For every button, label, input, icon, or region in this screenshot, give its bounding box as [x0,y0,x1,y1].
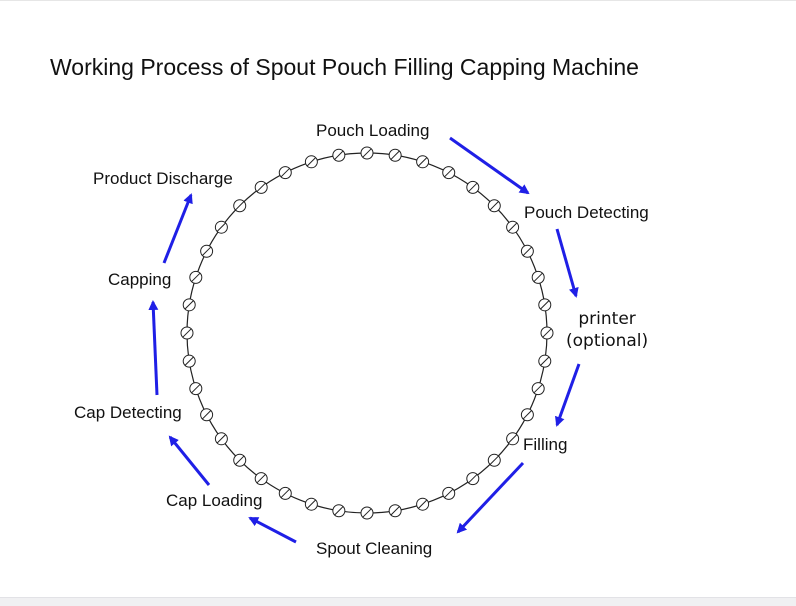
station-capping: Capping [108,270,172,289]
pocket-slash [280,168,290,178]
station-filling: Filling [523,435,568,454]
station-spout-cleaning: Spout Cleaning [316,539,433,558]
pocket-slash [508,434,518,444]
pocket-slash [390,506,400,516]
pocket-slash [191,272,201,282]
flow-arrows [148,136,581,544]
arrow-capping-to-discharge [162,193,193,264]
pocket-slash [235,201,245,211]
pocket-slash [418,157,428,167]
pocket-slash [533,272,543,282]
station-product-discharge: Product Discharge [93,169,233,188]
pocket-slash [533,384,543,394]
station-cap-loading: Cap Loading [166,491,263,510]
pocket-slash [184,356,194,366]
station-cap-detecting: Cap Detecting [74,403,182,422]
pocket-slash [202,410,212,420]
arrow-cap-loading-to-cap-detecting [168,435,211,486]
pocket-slash [256,474,266,484]
arrow-pouch-loading-to-detecting [449,136,530,195]
printer-label: printer [578,309,636,329]
pocket-slash [256,182,266,192]
pocket-slash [184,300,194,310]
pocket-slash [306,499,316,509]
pocket-slash [280,488,290,498]
pocket-slash [468,182,478,192]
pocket-slash [182,328,192,338]
pocket-slash [444,168,454,178]
pocket-slash [489,201,499,211]
arrow-spout-cleaning-to-cap-loading [248,516,297,544]
pocket-slash [489,455,499,465]
station-pouch-loading: Pouch Loading [316,121,430,140]
pocket-slash [522,246,532,256]
pocket-slash [522,410,532,420]
pocket-slash [362,508,372,518]
pocket-slash [540,300,550,310]
station-pouch-detecting: Pouch Detecting [524,203,649,222]
arrow-cap-detecting-to-capping [148,300,159,396]
pocket-slash [202,246,212,256]
arrow-detecting-to-printer [555,228,579,298]
pocket-slash [444,488,454,498]
pocket-ring [180,146,554,520]
pocket-slash [216,434,226,444]
arrow-printer-to-filling [555,363,581,427]
pocket-slash [191,384,201,394]
bottom-band [0,597,796,606]
pocket-slash [334,506,344,516]
pocket-slash [235,455,245,465]
page-title: Working Process of Spout Pouch Filling C… [50,54,639,80]
pocket-slash [216,222,226,232]
pocket-slash [418,499,428,509]
printer-optional-label: (optional) [566,331,649,351]
pocket-slash [306,157,316,167]
pocket-slash [542,328,552,338]
station-printer: printer (optional) [566,308,648,352]
pocket-slash [540,356,550,366]
pocket-slash [390,150,400,160]
pocket-slash [334,150,344,160]
pocket-slash [468,474,478,484]
arrow-filling-to-spout-cleaning [456,461,525,534]
pocket-slash [508,222,518,232]
pocket-slash [362,148,372,158]
